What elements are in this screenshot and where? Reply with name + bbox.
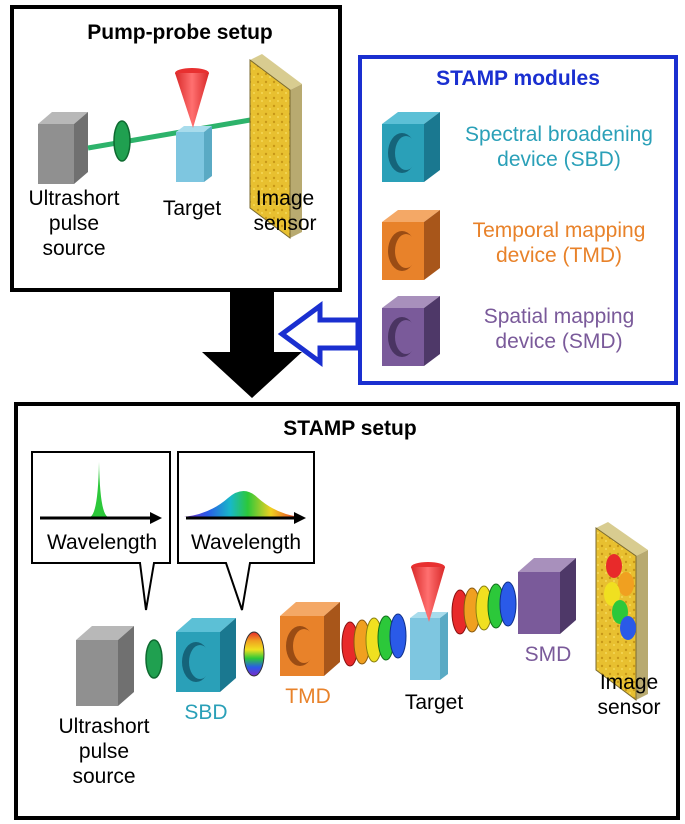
sbd-module-label: Spectral broadening device (SBD) [465, 123, 653, 172]
stamp-pulse-train-1 [341, 613, 407, 667]
pump-probe-title: Pump-probe setup [87, 21, 273, 44]
stamp-target-label: Target [404, 691, 464, 714]
stamp-smd-label: SMD [524, 643, 572, 666]
stamp-tmd-label: TMD [285, 685, 331, 708]
stamp-modules-panel [358, 55, 678, 385]
smd-module-label: Spatial mapping device (SMD) [483, 305, 635, 354]
stamp-sbd-label: SBD [184, 701, 228, 724]
pp-target [176, 126, 212, 182]
inset-broad-spectrum [177, 451, 315, 611]
stamp-sbd-device [176, 618, 236, 692]
pp-pump-cone [175, 68, 209, 128]
stamp-tmd-device [280, 602, 340, 676]
stamp-source-cube [76, 626, 134, 706]
pp-lens [113, 120, 131, 162]
down-arrow [202, 292, 302, 398]
stamp-sensor-label: Image sensor [597, 671, 661, 720]
pump-probe-panel [10, 5, 342, 292]
pp-source-label: Ultrashort pulse source [28, 187, 120, 261]
tmd-module-icon [382, 210, 440, 280]
pp-source-cube [38, 112, 88, 184]
stamp-pump-cone [411, 562, 445, 622]
stamp-broadband-pulse [243, 631, 265, 677]
pp-sensor-label: Image sensor [253, 187, 317, 236]
smd-module-icon [382, 296, 440, 366]
inset2-axis-label: Wavelength [190, 531, 302, 554]
modules-title: STAMP modules [436, 67, 600, 90]
stamp-image-sensor [595, 522, 648, 701]
stamp-target [410, 612, 448, 680]
modules-arrow [277, 301, 361, 367]
inset-narrow-spectrum [31, 451, 171, 611]
stamp-setup-panel [14, 402, 680, 820]
stamp-pulse-train-2 [451, 581, 517, 635]
stamp-lens [145, 639, 163, 679]
tmd-module-label: Temporal mapping device (TMD) [472, 219, 646, 268]
stamp-setup-title: STAMP setup [283, 417, 417, 440]
sbd-module-icon [382, 112, 440, 182]
stamp-source-label: Ultrashort pulse source [58, 715, 150, 789]
inset1-axis-label: Wavelength [46, 531, 158, 554]
stamp-smd-device [518, 558, 576, 634]
pp-target-label: Target [162, 197, 222, 220]
pp-image-sensor [249, 54, 302, 239]
